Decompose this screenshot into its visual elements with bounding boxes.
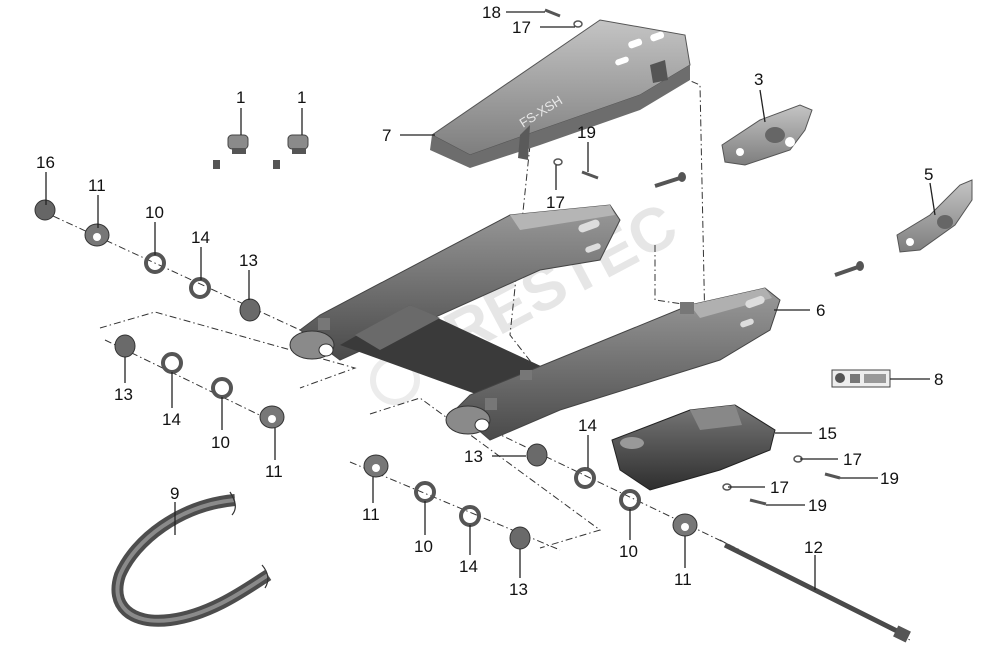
callout-12: 12 — [804, 538, 823, 557]
part-9-chain — [111, 491, 272, 627]
callout-14: 14 — [578, 416, 597, 435]
callout-7: 7 — [382, 126, 391, 145]
leader-lines — [45, 11, 936, 590]
callout-11: 11 — [674, 570, 692, 589]
callout-6: 6 — [816, 301, 825, 320]
callout-17: 17 — [843, 450, 862, 469]
callouts: 18 17 1 1 3 7 19 17 16 11 5 10 14 13 6 1… — [36, 3, 943, 599]
callout-18: 18 — [482, 3, 501, 22]
rear-pivot-stack — [34, 199, 261, 322]
front-pivot-stack-left — [114, 334, 285, 429]
callout-9: 9 — [170, 484, 179, 503]
callout-19: 19 — [880, 469, 899, 488]
callout-13: 13 — [509, 580, 528, 599]
part-5-bracket — [896, 179, 973, 253]
pivot-shaft-stack — [526, 443, 698, 537]
callout-8: 8 — [934, 370, 943, 389]
part-7-chain-guard: FS-XSH — [430, 19, 691, 168]
callout-11: 11 — [88, 176, 106, 195]
callout-17: 17 — [512, 18, 531, 37]
callout-19: 19 — [577, 123, 596, 142]
callout-14: 14 — [191, 228, 210, 247]
part-12-pivot-shaft — [723, 542, 911, 643]
callout-15: 15 — [818, 424, 837, 443]
callout-10: 10 — [619, 542, 638, 561]
callout-17: 17 — [546, 193, 565, 212]
callout-13: 13 — [239, 251, 258, 270]
swing-arm — [289, 204, 781, 441]
callout-14: 14 — [162, 410, 181, 429]
callout-13: 13 — [114, 385, 133, 404]
callout-10: 10 — [414, 537, 433, 556]
callout-5: 5 — [924, 165, 933, 184]
callout-11: 11 — [362, 505, 380, 524]
part-8-label-sticker — [831, 369, 891, 388]
bracket-bolts — [654, 172, 864, 277]
callout-1: 1 — [297, 88, 306, 107]
callout-10: 10 — [145, 203, 164, 222]
part-3-bracket — [721, 104, 813, 166]
callout-13: 13 — [464, 447, 483, 466]
callout-3: 3 — [754, 70, 763, 89]
small-fasteners — [544, 8, 841, 506]
callout-1: 1 — [236, 88, 245, 107]
callout-19: 19 — [808, 496, 827, 515]
front-pivot-stack-right — [363, 454, 531, 550]
callout-11: 11 — [265, 462, 283, 481]
part-1-clips — [213, 134, 309, 169]
callout-14: 14 — [459, 557, 478, 576]
callout-10: 10 — [211, 433, 230, 452]
callout-17: 17 — [770, 478, 789, 497]
callout-16: 16 — [36, 153, 55, 172]
part-15-chain-slider — [611, 404, 776, 491]
